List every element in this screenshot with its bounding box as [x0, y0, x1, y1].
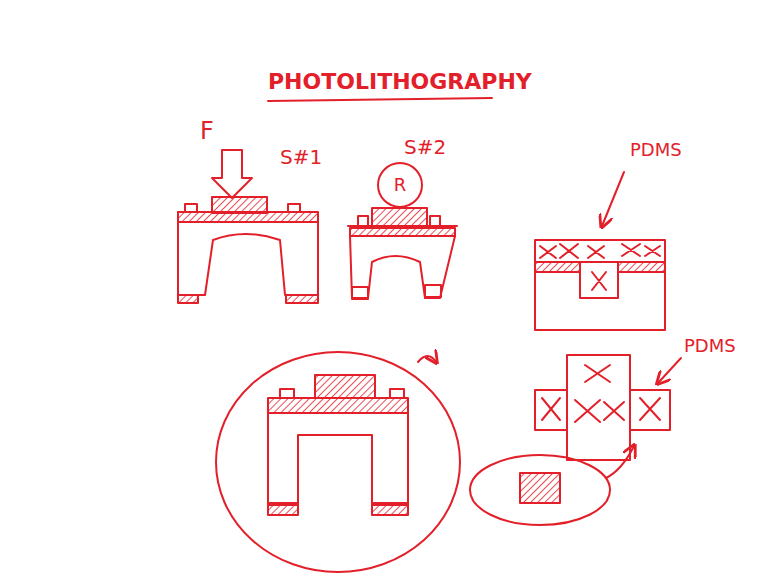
force-arrow	[212, 150, 252, 198]
force-label: F	[200, 118, 214, 144]
material-label: PDMS	[684, 336, 736, 356]
material-label: PDMS	[630, 140, 682, 160]
pdms-cross	[470, 355, 681, 525]
structure-two	[348, 208, 457, 299]
structure-one	[178, 150, 318, 303]
title-underline	[268, 98, 492, 101]
pdms-mold	[535, 172, 665, 330]
circle-outline	[378, 163, 422, 207]
node-text: R	[394, 175, 407, 195]
enlarged-view	[216, 352, 460, 572]
circle-node: R	[376, 161, 424, 209]
sample-label: S#2	[404, 136, 446, 158]
title: PHOTOLITHOGRAPHY	[268, 70, 532, 94]
sample-label: S#1	[280, 146, 322, 168]
